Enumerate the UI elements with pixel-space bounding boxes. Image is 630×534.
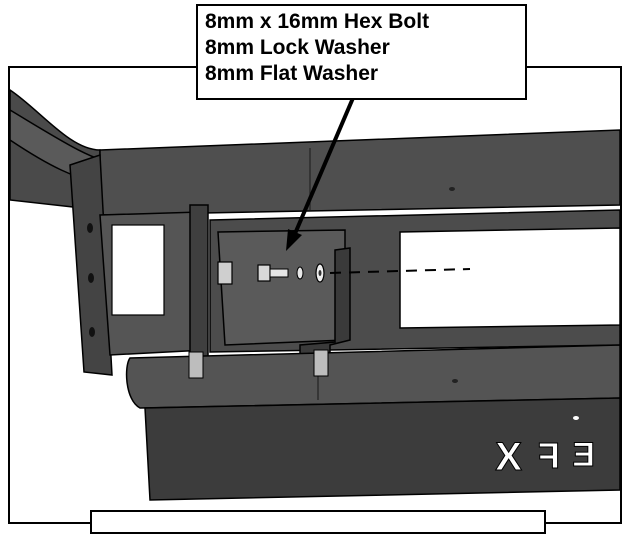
callout-arrowhead (286, 229, 302, 251)
bracket-hole-2 (88, 273, 94, 283)
hex-bolt-shank (269, 268, 289, 278)
callout-line-flat-washer: 8mm Flat Washer (205, 62, 379, 85)
bracket-hole-1 (87, 223, 93, 233)
flange-nut-right (313, 349, 329, 377)
skid-letter-3: E (572, 436, 595, 474)
flat-washer-hole (318, 270, 322, 276)
front-tube-hole (452, 379, 458, 383)
left-mount-bracket (69, 153, 113, 376)
caption-box (90, 510, 546, 534)
left-panel-window (111, 224, 165, 316)
skid-plate-hole (573, 416, 579, 420)
vertical-post (189, 204, 209, 366)
hardware-callout: 8mm x 16mm Hex Bolt 8mm Lock Washer 8mm … (196, 4, 527, 100)
rear-plate-window (399, 227, 621, 329)
callout-line-lock-washer: 8mm Lock Washer (205, 36, 390, 59)
skid-letter-2: F (538, 435, 560, 476)
skid-plate (144, 397, 621, 501)
callout-leader-line (292, 97, 355, 237)
callout-line-bolt: 8mm x 16mm Hex Bolt (205, 10, 430, 33)
install-guide-line (329, 268, 471, 274)
flange-nut-left (188, 351, 204, 379)
crossmember-box (217, 229, 346, 346)
skid-letter-1: X (495, 435, 522, 479)
hex-nut (217, 261, 233, 285)
bracket-hole-3 (89, 327, 95, 337)
hex-bolt-head (257, 264, 271, 282)
top-tube-hole (449, 187, 455, 191)
lock-washer (296, 266, 304, 280)
